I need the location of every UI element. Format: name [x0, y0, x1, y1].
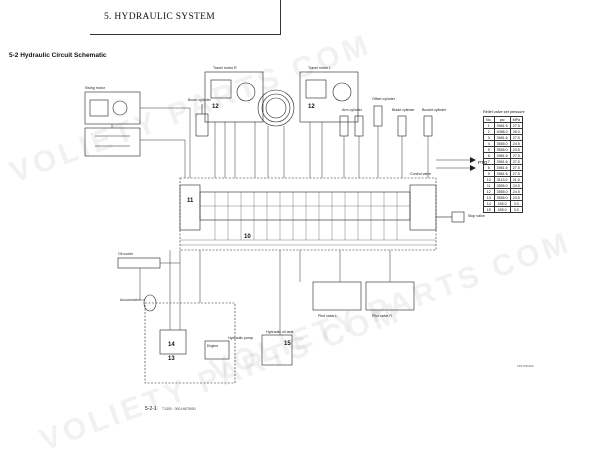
blade-cylinder-symbol	[397, 115, 407, 137]
control-valve-bank	[179, 177, 437, 251]
relief-cell-mpa: 3.0	[509, 206, 524, 213]
pilot-valve-r-box	[365, 281, 415, 311]
marker-10: 10	[244, 234, 251, 240]
label-engine: Engine	[207, 344, 219, 348]
marker-15: 15	[284, 341, 291, 347]
engine-box	[204, 340, 230, 360]
drawing-ref-code: TP1738-000	[517, 364, 534, 368]
marker-12-travel-r: 12	[212, 104, 219, 110]
bucket-cylinder-symbol	[423, 115, 433, 137]
relief-cell-psi: 435.0	[493, 206, 511, 213]
label-travel-motor-l: Travel motor L	[308, 66, 332, 70]
label-blade-cylinder: Blade cylinder	[392, 108, 415, 112]
boom-cylinder-symbol	[195, 113, 209, 137]
marker-14: 14	[168, 342, 175, 348]
hydraulic-oil-tank-box	[261, 334, 293, 366]
label-stop-valve: Stop valve	[468, 214, 485, 218]
relief-table-title: Relief valve set pressure	[483, 110, 525, 114]
label-bucket-cylinder: Bucket cylinder	[422, 108, 447, 112]
marker-12-travel-l: 12	[308, 104, 315, 110]
label-swing-motor: Swing motor	[85, 86, 105, 90]
pump-engine-box	[144, 302, 236, 384]
label-pilot-valve-l: Pilot valve L	[318, 314, 338, 318]
marker-11: 11	[187, 198, 194, 204]
label-pilot-valve-r: Pilot valve R	[372, 314, 392, 318]
label-travel-motor-r: Travel motor R	[213, 66, 237, 70]
swing-brake-block	[84, 127, 141, 157]
travel-motor-l-block	[299, 71, 359, 123]
label-pto: PTO	[478, 160, 488, 165]
section-header-box: 5. HYDRAULIC SYSTEM	[90, 0, 281, 35]
swivel-joint	[257, 89, 295, 127]
marker-13: 13	[168, 356, 175, 362]
label-hydraulic-pump: Hydraulic pump	[228, 336, 253, 340]
hydraulic-schematic	[84, 71, 476, 384]
arm-cylinder-symbol	[339, 115, 349, 137]
oil-cooler-symbol	[117, 257, 161, 269]
relief-cell-no: 15	[483, 206, 495, 213]
label-accumulator: Accumulator	[120, 298, 140, 302]
pilot-valve-l-box	[312, 281, 362, 311]
label-arm-cylinder: Arm cylinder	[342, 108, 362, 112]
travel-motor-r-block	[204, 71, 264, 123]
stop-valve-symbol	[451, 211, 465, 223]
label-control-valve: Control valve	[410, 172, 431, 176]
schematic-title: 5-2 Hydraulic Circuit Schematic	[9, 52, 107, 59]
footer-code: T1300 · 000-HAT9000	[162, 407, 196, 411]
swing-motor-block	[84, 91, 141, 125]
label-hydraulic-oil-tank: Hydraulic oil tank	[266, 330, 294, 334]
label-oil-cooler: Oil cooler	[118, 252, 134, 256]
label-boom-cylinder: Boom cylinder	[188, 98, 211, 102]
offset-cylinder-symbol	[373, 105, 383, 127]
label-offset-cylinder: Offset cylinder	[372, 97, 395, 101]
page-number: 5-2-1	[145, 406, 157, 412]
header-title: 5. HYDRAULIC SYSTEM	[104, 12, 215, 22]
